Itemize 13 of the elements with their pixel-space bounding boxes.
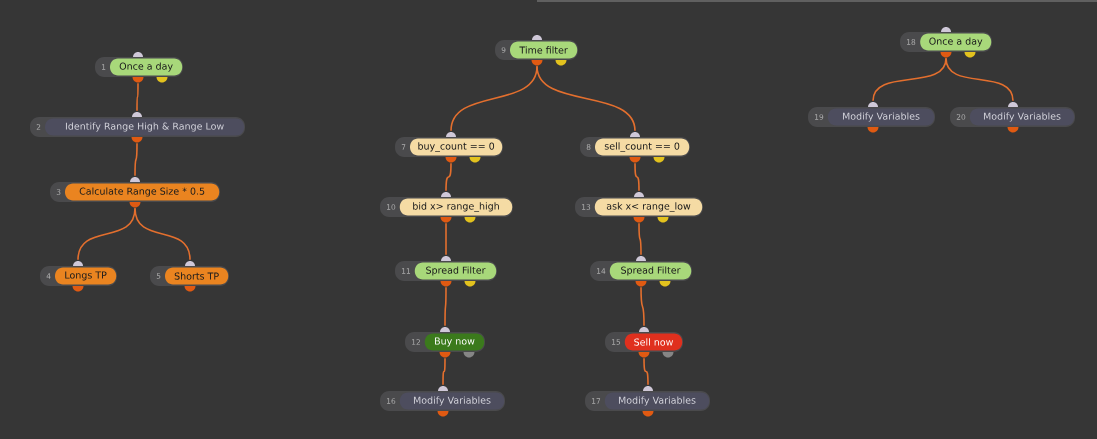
connector: [445, 162, 452, 192]
connector: [640, 286, 645, 327]
connector: [442, 357, 446, 386]
connector: [134, 207, 191, 261]
connector: [643, 357, 649, 386]
connector: [634, 162, 640, 192]
connector: [136, 82, 139, 112]
connector: [638, 222, 642, 256]
connector: [445, 222, 447, 256]
connector: [444, 286, 447, 327]
connector: [945, 57, 1014, 102]
connector: [536, 65, 636, 132]
connector: [134, 142, 138, 177]
